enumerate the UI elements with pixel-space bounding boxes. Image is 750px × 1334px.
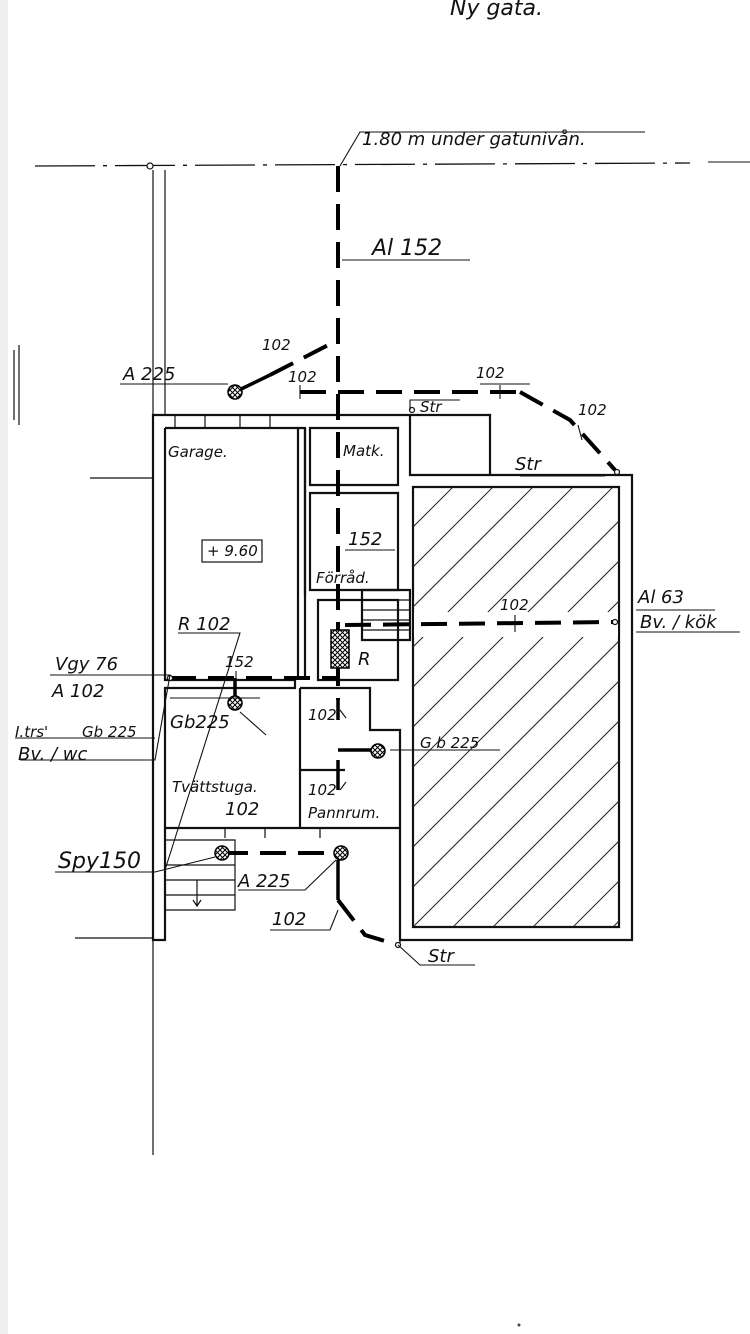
label-r102: R 102 (178, 614, 231, 635)
label-p102-c: 102 (476, 364, 505, 382)
pipe-kitchen (344, 620, 616, 627)
building-walls (151, 413, 634, 942)
label-p102-d: 102 (578, 401, 607, 419)
label-a225-bottom: A 225 (237, 871, 290, 892)
label-str-2: Str (515, 454, 542, 475)
pipe-102-diag (269, 338, 339, 377)
label-level: + 9.60 (207, 542, 258, 560)
drain-spy (214, 845, 230, 861)
label-gb225-a: Gb225 (170, 712, 230, 733)
page-edge (0, 0, 8, 1334)
street-axis-line (34, 162, 691, 167)
label-p102-a: 102 (262, 336, 291, 354)
drain-a225-bottom (333, 845, 349, 861)
label-garage: Garage. (168, 443, 228, 461)
label-p152-a: 152 (348, 529, 382, 550)
drain-r-shaft (330, 629, 350, 669)
label-vgy76: Vgy 76 (55, 654, 118, 675)
level-box (201, 539, 263, 563)
label-al63: Al 63 (637, 587, 684, 608)
label-itrs: I.trs' (15, 723, 48, 741)
label-a102: A 102 (51, 681, 104, 702)
main-pipe-end (336, 898, 399, 947)
label-p102-g: 102 (225, 799, 259, 820)
label-tvattstuga: Tvättstuga. (172, 778, 258, 796)
label-p102-h: 102 (308, 781, 337, 799)
label-matk: Matk. (343, 442, 384, 460)
label-p102-i: 102 (272, 909, 306, 930)
node-str-2 (613, 468, 621, 476)
label-p152-b: 152 (225, 653, 254, 671)
label-main-pipe: Al 152 (370, 236, 442, 261)
label-bv-kok: Bv. / kök (640, 612, 718, 633)
left-margin-marks (13, 345, 20, 425)
label-p102-e: 102 (500, 596, 529, 614)
stray-mark (517, 1323, 521, 1327)
leader-lines (15, 131, 740, 966)
label-gb225-c: G b 225 (420, 734, 479, 752)
label-p102-b: 102 (288, 368, 317, 386)
street-name: Ny gata. (450, 0, 543, 21)
label-a225-top: A 225 (122, 364, 175, 385)
label-str-1: Str (420, 398, 442, 416)
hatched-room (413, 487, 619, 927)
label-r-mark: R (358, 649, 371, 670)
label-forrad: Förråd. (316, 569, 370, 587)
pipe-102-right-diag (519, 390, 617, 472)
label-str-4: Str (428, 946, 455, 967)
label-spy150: Spy150 (58, 849, 141, 874)
drain-gb225-c (370, 743, 386, 759)
label-bv-wc: Bv. / wc (18, 744, 87, 765)
depth-note: 1.80 m under gatunivån. (362, 129, 586, 150)
label-p102-f: 102 (308, 706, 337, 724)
drain-gb225-a (227, 695, 243, 711)
drain-a225-top (227, 384, 243, 400)
survey-point (146, 162, 154, 170)
pipe-ticks (235, 385, 583, 791)
label-gb225-b: Gb 225 (82, 723, 137, 741)
node-kitchen (611, 618, 619, 626)
label-pannrum: Pannrum. (308, 804, 380, 822)
